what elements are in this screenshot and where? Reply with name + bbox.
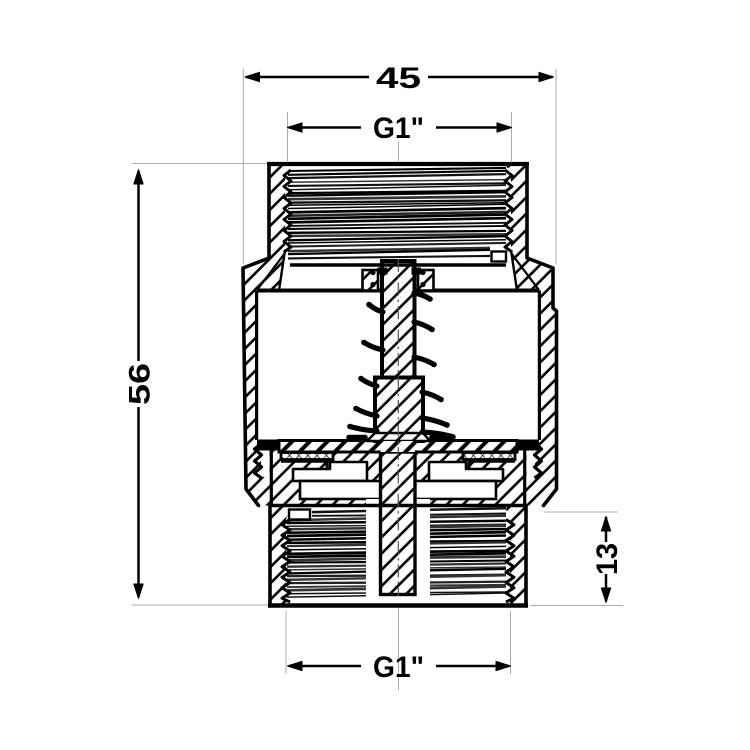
svg-text:13: 13 (591, 543, 624, 575)
svg-text:G1": G1" (373, 112, 424, 145)
svg-text:45: 45 (376, 62, 421, 95)
svg-text:56: 56 (123, 363, 156, 405)
svg-text:G1": G1" (373, 651, 424, 684)
